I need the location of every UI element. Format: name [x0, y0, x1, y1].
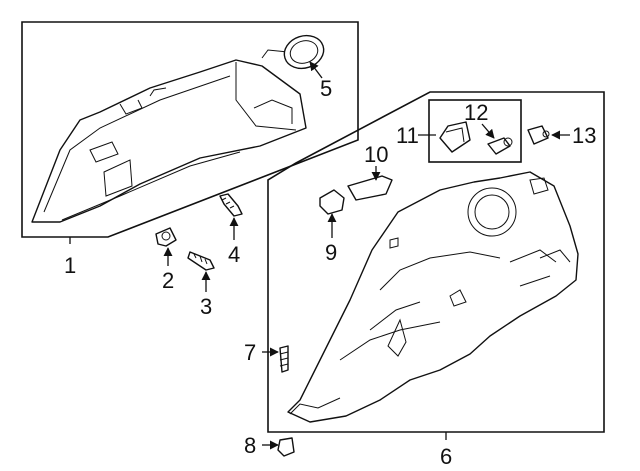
callout-10: 10	[364, 142, 388, 167]
lower-quarter-trim-panel	[287, 171, 579, 423]
assembly-box-right	[267, 91, 605, 440]
fastener-screw-7	[279, 345, 289, 373]
leader-5	[309, 61, 323, 79]
badge-emblem	[261, 34, 325, 70]
callout-1: 1	[64, 253, 76, 278]
callout-2: 2	[162, 268, 174, 293]
fastener-screw-3	[187, 251, 215, 271]
inset-box-11-12	[428, 99, 522, 163]
leader-12	[481, 123, 495, 139]
callout-12: 12	[464, 100, 488, 125]
callout-4: 4	[228, 242, 240, 267]
callout-5: 5	[320, 76, 332, 101]
fastener-plug-8	[277, 437, 295, 457]
callout-3: 3	[200, 294, 212, 319]
callout-6: 6	[440, 444, 452, 469]
upper-quarter-trim-panel	[31, 59, 307, 223]
fastener-bolt-4	[219, 193, 243, 217]
plug-13	[527, 125, 550, 145]
handle-10	[347, 175, 393, 201]
callout-8: 8	[244, 433, 256, 458]
callout-13: 13	[572, 123, 596, 148]
callout-7: 7	[244, 340, 256, 365]
assembly-box-upper-left	[21, 21, 359, 244]
fastener-clip-2	[155, 227, 177, 247]
callout-9: 9	[325, 240, 337, 265]
clip-9	[319, 189, 345, 215]
callout-11: 11	[396, 123, 419, 148]
